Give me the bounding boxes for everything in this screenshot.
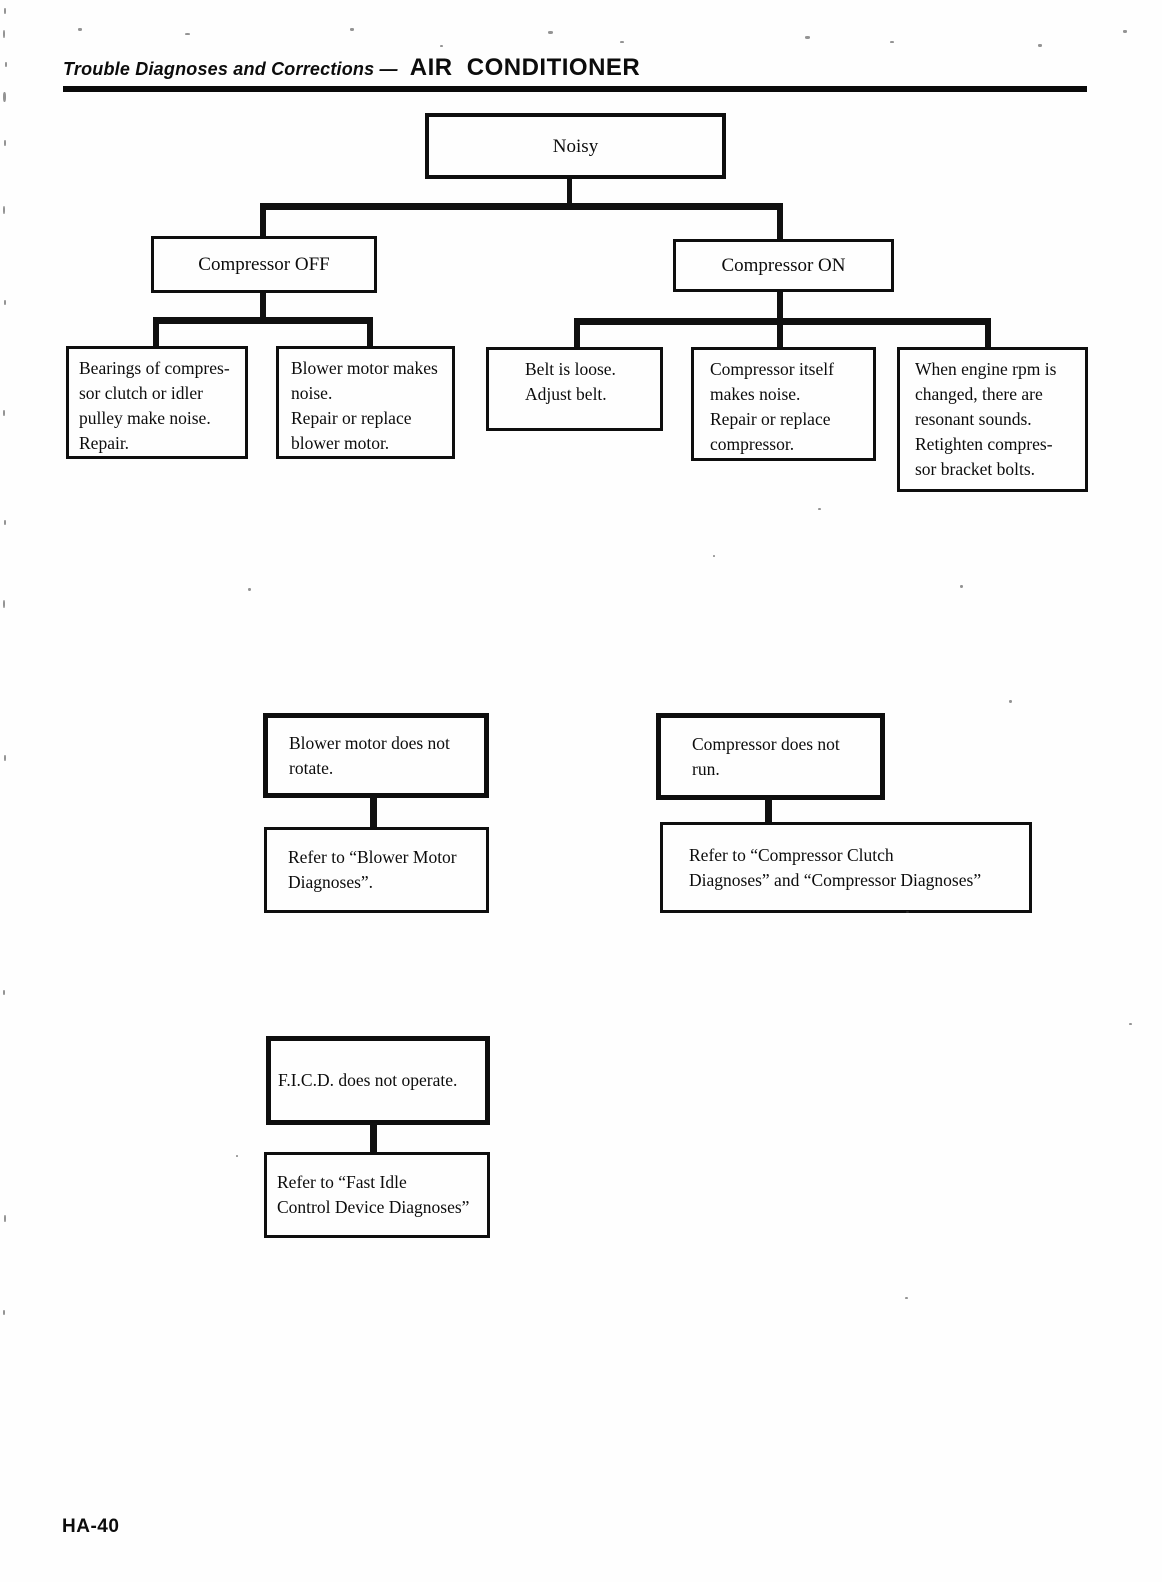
scan-speck [4, 140, 6, 146]
box-text: F.I.C.D. does not operate. [278, 1070, 458, 1090]
scan-speck [440, 45, 443, 47]
scan-speck [713, 555, 715, 557]
scan-speck [906, 911, 909, 913]
connector-off-down [260, 292, 266, 321]
scan-speck [3, 990, 5, 995]
connector-on-stub-right [985, 318, 991, 348]
scan-speck [3, 30, 5, 38]
box-text: Refer to “Fast Idle Control Device Diagn… [277, 1172, 470, 1217]
connector-root-down [567, 177, 572, 205]
scan-speck [248, 588, 251, 591]
flowchart-box-engine-rpm-resonance: When engine rpm is changed, there are re… [897, 347, 1088, 492]
flowchart-box-refer-blower-diagnoses: Refer to “Blower Motor Diagnoses”. [264, 827, 489, 913]
box-text: Bearings of compres- sor clutch or idler… [79, 358, 230, 453]
box-text: Blower motor makes noise. Repair or repl… [291, 358, 438, 453]
scan-speck [3, 92, 6, 102]
scan-speck [905, 1297, 908, 1299]
box-text: When engine rpm is changed, there are re… [915, 359, 1057, 479]
page-number: HA-40 [62, 1516, 120, 1537]
scan-speck [620, 41, 624, 43]
box-label: Noisy [552, 135, 599, 157]
connector-right-drop [777, 203, 783, 240]
scan-speck [960, 585, 963, 588]
scan-speck [4, 8, 6, 14]
flowchart-box-blower-noise: Blower motor makes noise. Repair or repl… [276, 346, 455, 459]
scan-speck [890, 41, 894, 43]
connector-on-bar [574, 318, 991, 325]
scan-speck [548, 31, 553, 34]
flowchart-box-compressor-off: Compressor OFF [151, 236, 377, 293]
flowchart-box-noisy: Noisy [425, 113, 726, 179]
flowchart-box-compressor-noise: Compressor itself makes noise. Repair or… [691, 347, 876, 461]
flowchart-box-bearings-noise: Bearings of compres- sor clutch or idler… [66, 346, 248, 459]
scan-speck [1129, 1023, 1132, 1025]
scan-speck [3, 600, 5, 608]
scan-speck [1123, 30, 1127, 33]
scan-speck [185, 33, 190, 35]
scan-speck [4, 1215, 6, 1222]
scan-speck [4, 755, 6, 761]
scan-speck [4, 520, 6, 525]
connector-branch-bar [260, 203, 783, 210]
connector-check2 [765, 798, 772, 824]
scan-speck [3, 1310, 5, 1315]
scan-speck [236, 1155, 238, 1157]
box-label: Compressor OFF [198, 254, 330, 275]
scan-speck [805, 36, 810, 39]
scan-speck [3, 206, 5, 214]
scan-speck [78, 28, 82, 31]
connector-on-stub-left [574, 318, 580, 348]
page-header: Trouble Diagnoses and Corrections — AIR … [63, 54, 640, 82]
connector-off-bar [153, 317, 373, 324]
scan-speck [1009, 700, 1012, 703]
box-text: Refer to “Blower Motor Diagnoses”. [288, 847, 457, 892]
flowchart-box-compressor-on: Compressor ON [673, 239, 894, 292]
flowchart-box-ficd-not-operate: F.I.C.D. does not operate. [266, 1036, 490, 1125]
scan-speck [818, 508, 821, 510]
box-text: Compressor does not run. [692, 733, 840, 779]
flowchart-box-compressor-not-run: Compressor does not run. [656, 713, 885, 800]
box-text: Blower motor does not rotate. [289, 732, 450, 778]
section-title: Trouble Diagnoses and Corrections — [63, 59, 398, 79]
flowchart-box-belt-loose: Belt is loose. Adjust belt. [486, 347, 663, 431]
scan-speck [3, 410, 5, 416]
connector-left-drop [260, 203, 266, 237]
connector-off-stub-right [367, 317, 373, 347]
scan-speck [5, 62, 7, 67]
box-text: Compressor itself makes noise. Repair or… [710, 359, 834, 454]
flowchart-box-refer-ficd-diagnoses: Refer to “Fast Idle Control Device Diagn… [264, 1152, 490, 1238]
scan-speck [1038, 44, 1042, 47]
flowchart-box-blower-not-rotate: Blower motor does not rotate. [263, 713, 489, 798]
box-text: Belt is loose. Adjust belt. [525, 359, 616, 404]
connector-check1 [370, 796, 377, 829]
connector-check3 [370, 1123, 377, 1154]
box-label: Compressor ON [721, 255, 846, 276]
header-rule [63, 86, 1087, 92]
scan-speck [350, 28, 354, 31]
box-text: Refer to “Compressor Clutch Diagnoses” a… [689, 844, 982, 890]
flowchart-box-refer-compressor-diagnoses: Refer to “Compressor Clutch Diagnoses” a… [660, 822, 1032, 913]
scan-speck [4, 300, 6, 305]
connector-off-stub-left [153, 317, 159, 347]
page-title: AIR CONDITIONER [409, 54, 641, 81]
